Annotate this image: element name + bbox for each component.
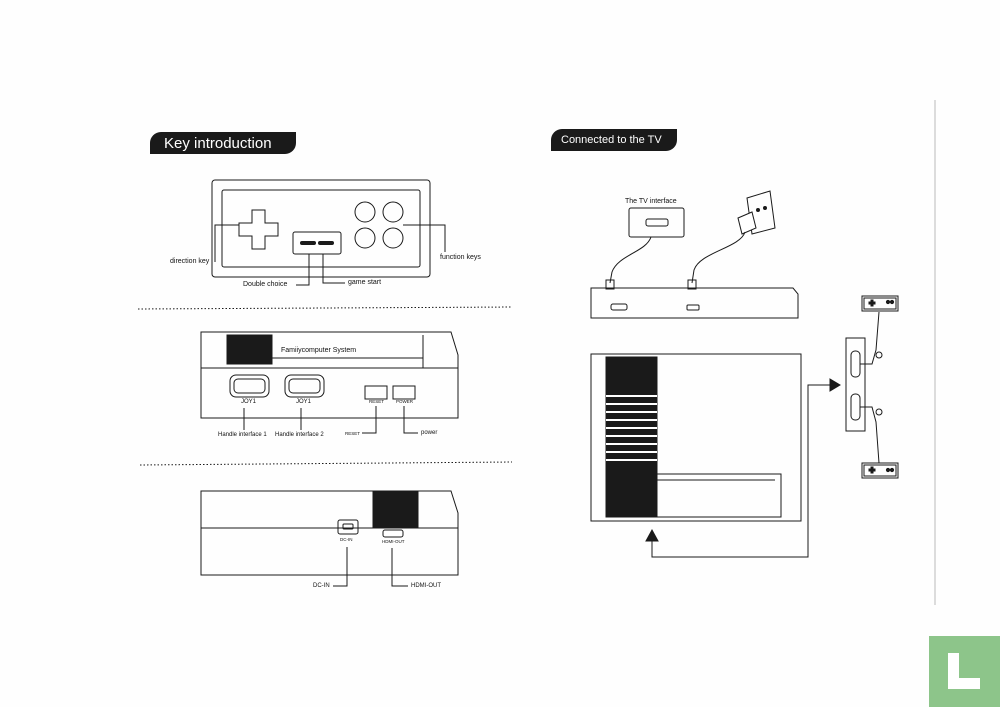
dpad-icon [238,209,279,250]
cable-connector-1 [875,351,883,359]
watermark-logo [929,636,1000,707]
joy-port-1 [229,374,270,398]
connection-path [651,384,830,558]
separator-1 [137,306,513,310]
power-cable [691,231,746,284]
connected-tv-header: Connected to the TV [551,129,677,151]
handle-interface-2-label: Handle interface 2 [275,432,324,438]
game-start-label: game start [348,279,382,286]
mini-controller-1 [861,295,899,312]
select-start-panel [292,231,342,255]
joy-port-2 [284,374,325,398]
power-leader [403,406,418,434]
function-keys-label: function keys [440,254,481,261]
controller-cable-2 [860,406,880,464]
dc-in-label: DC-IN [313,583,330,589]
hdmi-port [382,529,404,538]
power-switch [392,385,416,400]
console-top-view [590,353,802,522]
power-switch-label: POWER [396,399,414,404]
function-button-4 [382,227,404,249]
double-choice-label: Double choice [243,281,288,288]
console-back-strip [590,287,799,319]
dc-in-port-label: DC-IN [340,537,353,542]
dc-in-leader [333,547,348,587]
arrow-up-icon [645,528,659,542]
console-cartridge-slot [656,473,782,518]
strip-hdmi-port [610,303,628,311]
strip-dc-port [686,304,700,311]
console-front-stripe [226,334,273,365]
console-back-outline [200,490,459,576]
controller-cable-1 [860,311,880,365]
double-choice-leader [296,254,310,286]
watermark-l-icon [948,653,980,689]
controller-outer [211,179,431,278]
tv-hdmi-port [645,218,669,227]
mini-dpad-1-icon [868,299,876,307]
reset-switch [364,385,388,400]
key-introduction-header: Key introduction [150,132,296,154]
function-button-2 [382,201,404,223]
mini-controller-2 [861,462,899,479]
joy1-port-label-b: JOY1 [296,399,312,405]
cable-connector-2 [875,408,883,416]
socket-hole-1 [756,208,760,212]
function-button-3 [354,227,376,249]
reset-leader [362,406,377,434]
controller-port-2 [850,393,861,421]
power-plug [737,211,757,235]
dc-in-port-frame [337,519,359,535]
dc-in-port [342,523,354,530]
tv-interface-box [628,207,685,238]
tv-interface-label: The TV interface [625,198,677,205]
function-button-1 [354,201,376,223]
reset-switch-label: RESET [369,399,385,404]
handle-interface-1-label: Handle interface 1 [218,432,267,438]
function-keys-leader [403,224,446,252]
separator-2 [139,461,513,466]
power-label: power [421,430,438,436]
hdmi-plug [605,279,615,290]
mini-controller-2-inner [863,464,897,477]
brand-label: Famiiycomputer System [281,347,357,354]
controller-port-1 [850,350,861,378]
reset-label: RESET [345,431,361,436]
socket-hole-2 [763,206,767,210]
console-back-stripe [372,490,419,529]
hdmi-cable [609,236,652,284]
joy1-port-label-a: JOY1 [241,399,257,405]
direction-key-label: direction key [170,258,210,265]
joy-port-1-inner [233,378,266,394]
power-plug-end [687,279,697,290]
direction-key-leader [214,224,239,262]
controller-port-panel [845,337,866,432]
controller-inner [221,189,421,268]
arrow-right-icon [829,378,841,392]
joy-port-2-inner [288,378,321,394]
mini-controller-1-inner [863,297,897,310]
connected-tv-title: Connected to the TV [561,134,662,146]
hdmi-out-label: HDMI-OUT [411,583,441,589]
hdmi-out-port-label: HDMI-OUT [382,539,405,544]
key-introduction-title: Key introduction [164,134,272,152]
game-start-leader [322,254,345,284]
hdmi-out-leader [391,548,408,587]
mini-dpad-2-icon [868,466,876,474]
console-front-outline [200,331,459,419]
